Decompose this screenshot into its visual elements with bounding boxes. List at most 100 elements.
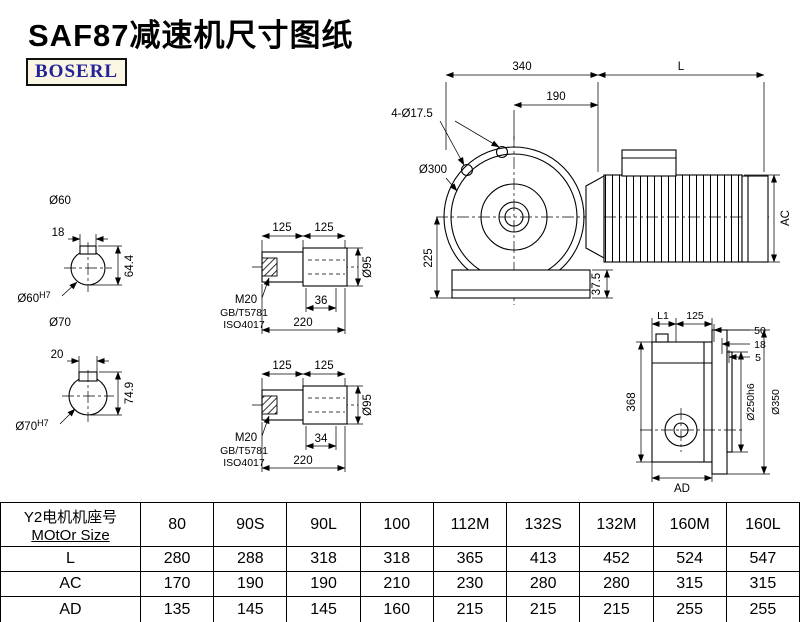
leader-line [261,415,270,437]
table-cell: 215 [506,596,581,622]
bolt-hole [460,163,474,177]
dim-125-label: 125 [314,360,333,372]
shaft-dia-label: Ø95 [362,394,374,416]
row-label: AD [0,596,141,622]
spigot-dia-label: Ø250h6 [745,383,757,421]
dim-5-label: 5 [755,352,761,364]
bore-tol-label: Ø60H7 [17,290,50,305]
table-cell: 170 [139,571,215,597]
column-header: 80 [139,502,215,547]
table-cell: 145 [213,596,288,622]
shaft70-face-view: Ø70 20 74.9 Ø70H7 [15,317,136,433]
table-cell: 315 [725,571,800,597]
key-length-label: 36 [315,295,328,307]
table-cell: 230 [432,571,508,597]
leader-line [61,281,78,297]
column-header: 90L [286,502,361,547]
table-cell: 135 [139,596,215,622]
shaft-bore-circle [498,201,530,233]
column-header: 160L [725,502,800,547]
table-cell: 160 [359,596,434,622]
flange-spigot [726,351,733,453]
table-cell: 190 [286,571,361,597]
dim-368-label: 368 [626,392,638,411]
flange-dia-label: Ø300 [419,164,447,176]
vent-plug [655,333,669,343]
flange-dia-label: Ø350 [770,389,782,415]
dim-AC-label: AC [780,210,792,226]
thread-label: M20 [235,432,257,444]
header-line2: MOtOr Size [31,526,110,544]
bore-dia-label: Ø60 [49,195,71,207]
column-header: 90S [213,502,288,547]
row-label: L [0,546,141,572]
dim-18-label: 18 [754,339,766,351]
dimension-drawing: 340 L 190 4-Ø17.5 Ø300 225 37.5 [15,61,792,495]
shaft-dia-label: Ø95 [362,256,374,278]
dim-125-label: 125 [686,310,704,322]
leader-line [445,177,458,192]
standard-label: GB/T5781 [220,307,268,319]
fan-cover [741,175,769,263]
table-cell: 524 [652,546,727,572]
dim-L-label: L [678,61,685,73]
bolt-holes-label: 4-Ø17.5 [391,108,433,120]
motor-body-fins [603,174,743,263]
total-length-label: 220 [293,317,312,329]
row-label: AC [0,571,141,597]
dim-225-label: 225 [423,248,435,267]
key-length-label: 34 [315,433,328,445]
table-cell: 280 [579,571,654,597]
table-cell: 215 [579,596,654,622]
table-header-motor-size: Y2电机机座号 MOtOr Size [0,502,141,547]
table-cell: 365 [432,546,508,572]
shaft60-face-view: Ø60 18 64.4 Ø60H7 [17,195,136,305]
table-cell: 280 [506,571,581,597]
table-cell: 318 [286,546,361,572]
brand-logo: BOSERL [26,58,128,86]
key-height-label: 64.4 [124,254,136,277]
side-housing [651,341,713,463]
table-cell: 547 [725,546,800,572]
dim-125-label: 125 [272,360,291,372]
standard-label: ISO4017 [223,319,265,331]
column-header: 112M [432,502,508,547]
motor-adapter [585,175,605,259]
table-cell: 145 [286,596,361,622]
housing-base [451,269,591,299]
hub-circle [480,183,548,251]
table-cell: 215 [432,596,508,622]
dim-340-label: 340 [512,61,531,73]
key-width-label: 20 [51,349,64,361]
shaft-side-view-top: 125 125 M20 GB/T5781 ISO4017 36 220 Ø95 [220,222,374,334]
output-flange [711,329,728,475]
header-line1: Y2电机机座号 [23,508,118,526]
shaft-step-large [302,385,348,425]
bore-tol-label: Ø70H7 [15,418,48,433]
side-view: L1 125 50 18 5 368 Ø250h6 Ø35 [626,310,782,495]
table-cell: 255 [725,596,800,622]
leader-line [261,277,270,299]
dim-L1-label: L1 [657,310,669,322]
key-height-label: 74.9 [124,382,136,404]
thread-hole-hatch [261,395,278,415]
dim-AD-label: AD [674,483,690,495]
column-header: 100 [359,502,434,547]
front-view: 340 L 190 4-Ø17.5 Ø300 225 37.5 [391,61,792,305]
page-title: SAF87减速机尺寸图纸 [28,18,354,53]
leader-line [59,408,76,425]
table-row: AD 135 145 145 160 215 215 215 255 255 [0,596,800,622]
table-cell: 210 [359,571,434,597]
terminal-box [621,149,677,177]
table-cell: 280 [139,546,215,572]
table-cell: 190 [213,571,288,597]
table-cell: 288 [213,546,288,572]
leader-line [454,120,500,148]
bore-dia-label: Ø70 [49,317,71,329]
table-row: AC 170 190 190 210 230 280 280 315 315 [0,571,800,597]
standard-label: ISO4017 [223,457,265,469]
leader-line [439,120,465,166]
table-cell: 413 [506,546,581,572]
table-cell: 318 [359,546,434,572]
